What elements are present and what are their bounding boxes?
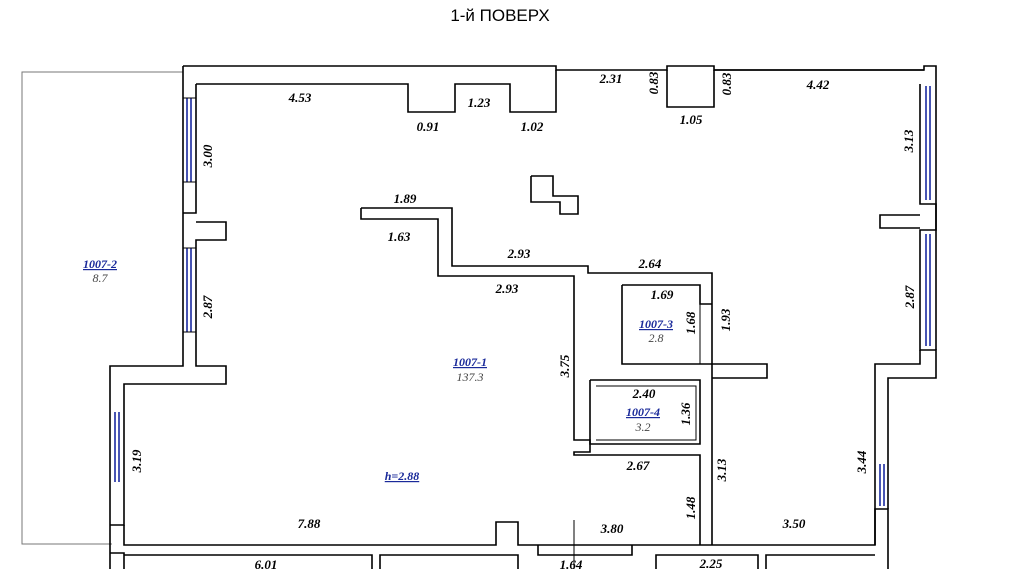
room-area: 3.2: [635, 420, 651, 434]
dimension-label: 2.93: [507, 246, 531, 261]
dimension-label: 1.93: [718, 308, 733, 331]
dimension-labels: 4.53 0.91 1.23 1.02 2.31 1.05 4.42 1.89 …: [129, 71, 917, 569]
dimension-label: 3.50: [782, 516, 806, 531]
dimension-label: 3.13: [901, 129, 916, 153]
dimension-label: 3.44: [854, 450, 869, 474]
dimension-label: 1.48: [683, 496, 698, 519]
dimension-label: 2.31: [599, 71, 623, 86]
dimension-label: 2.40: [632, 386, 656, 401]
dimension-label: 1.05: [680, 112, 703, 127]
dimension-label: 0.83: [646, 71, 661, 94]
room-id: 1007-4: [626, 405, 660, 419]
room-area: 2.8: [649, 331, 664, 345]
room-area: 137.3: [457, 370, 484, 384]
windows: [114, 86, 931, 506]
dimension-label: 3.00: [200, 144, 215, 168]
dimension-label: 3.19: [129, 449, 144, 473]
dimension-label: 1.36: [678, 402, 693, 425]
room-id: 1007-3: [639, 317, 673, 331]
dimension-label: 2.64: [638, 256, 662, 271]
dimension-label: 1.63: [388, 229, 411, 244]
dimension-label: 2.67: [626, 458, 650, 473]
dimension-label: 1.89: [394, 191, 417, 206]
dimension-label: 1.02: [521, 119, 544, 134]
ceiling-height: h=2.88: [385, 469, 420, 483]
interior-walls: [360, 175, 768, 569]
dimension-label: 6.01: [255, 557, 278, 569]
outer-walls: [109, 65, 937, 569]
room-area: 8.7: [93, 271, 109, 285]
dimension-label: 3.75: [557, 354, 572, 378]
floor-title: 1-й ПОВЕРХ: [450, 6, 549, 25]
dimension-label: 1.68: [683, 311, 698, 334]
dimension-label: 2.93: [495, 281, 519, 296]
dimension-label: 3.80: [600, 521, 624, 536]
room-id: 1007-2: [83, 257, 117, 271]
dimension-label: 0.83: [719, 72, 734, 95]
dimension-label: 1.23: [468, 95, 491, 110]
dimension-label: 1.69: [651, 287, 674, 302]
room-id: 1007-1: [453, 355, 487, 369]
dimension-label: 2.87: [902, 285, 917, 309]
dimension-label: 2.25: [699, 556, 723, 569]
dimension-label: 3.13: [714, 458, 729, 482]
dimension-label: 7.88: [298, 516, 321, 531]
dimension-label: 4.42: [806, 77, 830, 92]
dimension-label: 4.53: [288, 90, 312, 105]
dimension-label: 0.91: [417, 119, 440, 134]
dimension-label: 2.87: [200, 295, 215, 319]
room-1007-2-outline: [21, 71, 183, 545]
dimension-label: 1.64: [560, 557, 583, 569]
